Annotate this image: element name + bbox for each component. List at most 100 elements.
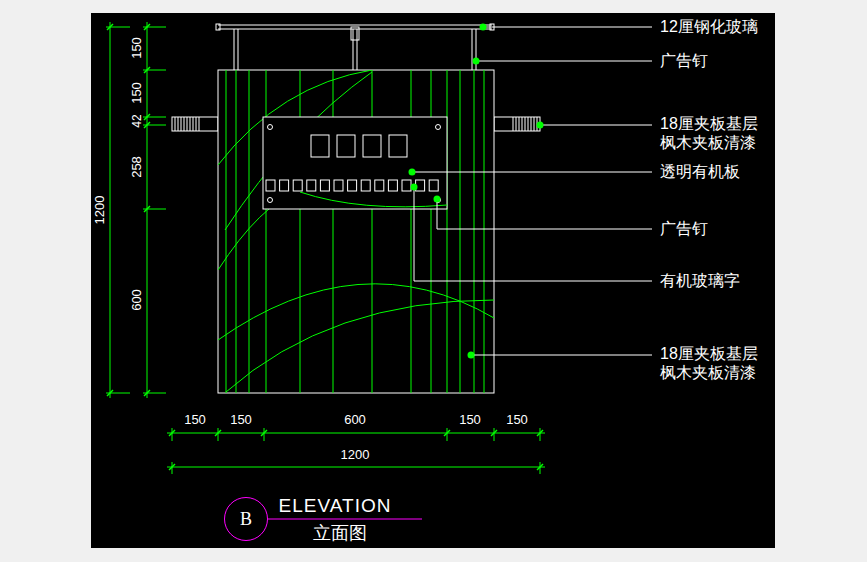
callout-text: 18厘夹板基层 枫木夹板清漆 <box>660 344 772 382</box>
callout-text: 有机玻璃字 <box>660 271 740 290</box>
side-bracket <box>494 117 540 131</box>
acrylic-panel <box>263 117 447 209</box>
title-circle: B <box>224 497 268 541</box>
callout-text: 广告钉 <box>660 51 708 70</box>
callout-text: 18厘夹板基层 枫木夹板清漆 <box>660 114 772 152</box>
dimension: 1200 <box>341 447 370 463</box>
post <box>353 29 354 70</box>
dim-tick <box>144 67 150 73</box>
dim-tick <box>537 464 543 470</box>
ext-line <box>218 428 219 441</box>
dim-tick <box>144 24 150 30</box>
dimension: 150 <box>459 412 481 428</box>
acrylic-letter <box>389 135 407 157</box>
bracket-hatch <box>528 117 529 131</box>
dimension: 1200 <box>92 196 108 225</box>
acrylic-letter-small <box>375 180 384 191</box>
acrylic-letter-small <box>280 180 289 191</box>
bracket-hatch <box>531 117 532 131</box>
acrylic-letter-small <box>307 180 316 191</box>
drawing-title: ELEVATION <box>279 495 392 518</box>
ext-line <box>172 428 173 441</box>
acrylic-letter <box>337 135 355 157</box>
leader-line <box>412 172 652 173</box>
leader-line <box>483 27 652 28</box>
bracket-hatch <box>513 117 514 131</box>
leader-dot <box>537 122 544 129</box>
acrylic-letter-small <box>429 180 438 191</box>
grain-arc <box>226 300 494 392</box>
dimension: 150 <box>230 412 252 428</box>
glass-bar <box>218 25 492 26</box>
bracket-hatch <box>175 117 176 131</box>
bracket-hatch <box>193 117 194 131</box>
grain-line <box>460 70 461 393</box>
ad-nail <box>268 198 273 203</box>
leader-line <box>437 199 652 229</box>
grain-arc <box>300 192 447 207</box>
bracket-hatch <box>516 117 517 131</box>
leader-dot <box>480 24 487 31</box>
dim-tick <box>144 390 150 396</box>
grain-line <box>249 70 250 393</box>
acrylic-letter-small <box>266 180 275 191</box>
bracket-hatch <box>534 117 535 131</box>
dimension: 600 <box>129 289 145 311</box>
dimension: 258 <box>129 156 145 178</box>
ext-line <box>540 428 541 441</box>
dim-tick <box>491 430 497 436</box>
dimension: 150 <box>184 412 206 428</box>
leader-dot <box>409 169 416 176</box>
bracket-hatch <box>181 117 182 131</box>
acrylic-letter-small <box>388 180 397 191</box>
callout-text: 12厘钢化玻璃 <box>660 17 758 36</box>
acrylic-letter-small <box>402 180 411 191</box>
dim-line <box>167 467 545 468</box>
ad-nail <box>436 125 441 130</box>
dimension: 150 <box>129 82 145 104</box>
leader-dot <box>468 352 475 359</box>
dim-tick <box>144 206 150 212</box>
post-cap <box>351 27 359 40</box>
grain-line <box>484 70 485 393</box>
ext-line <box>494 428 495 441</box>
dimension: 150 <box>129 37 145 59</box>
leader-dot <box>434 196 441 203</box>
wood-grain <box>218 70 494 393</box>
title-underline <box>268 519 422 520</box>
grain-line <box>236 70 237 393</box>
glass-end <box>216 24 220 30</box>
callout-text: 广告钉 <box>660 219 708 238</box>
dim-tick <box>215 430 221 436</box>
dim-tick <box>144 114 150 120</box>
board-outline <box>218 70 494 393</box>
bracket-hatch <box>525 117 526 131</box>
dim-line <box>167 433 545 434</box>
callout-text: 透明有机板 <box>660 162 740 181</box>
dim-tick <box>107 24 113 30</box>
side-bracket <box>172 117 218 131</box>
dim-tick <box>261 430 267 436</box>
bracket-hatch <box>196 117 197 131</box>
acrylic-letter-small <box>293 180 302 191</box>
bracket-hatch <box>187 117 188 131</box>
dim-tick <box>444 430 450 436</box>
grain-line <box>474 70 475 393</box>
post <box>238 29 239 70</box>
section-mark: B <box>240 509 252 530</box>
dim-tick <box>144 122 150 128</box>
dim-line <box>110 22 111 398</box>
dim-tick <box>169 430 175 436</box>
post <box>357 29 358 70</box>
acrylic-letter <box>363 135 381 157</box>
glass-bar <box>218 29 492 30</box>
bracket-hatch <box>199 117 200 131</box>
leader-dot <box>411 184 418 191</box>
acrylic-letter-small <box>334 180 343 191</box>
dim-tick <box>107 390 113 396</box>
dimension: 42 <box>130 114 144 127</box>
post <box>234 29 235 70</box>
grain-line <box>226 70 227 393</box>
bracket-hatch <box>522 117 523 131</box>
